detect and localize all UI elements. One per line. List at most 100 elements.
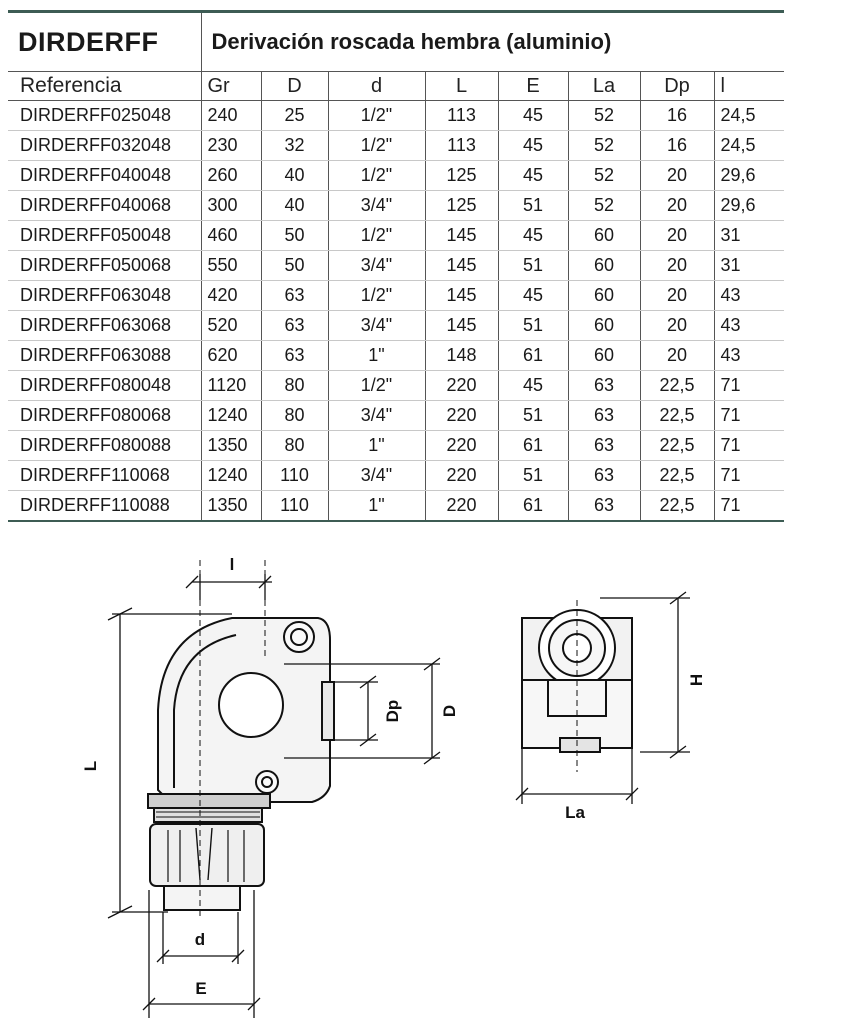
cell-referencia: DIRDERFF080088 [8,430,202,461]
cell-l-small: 71 [714,370,785,401]
cell-l-length: 145 [425,220,499,251]
cell-dp: 20 [640,310,715,341]
cell-la: 60 [568,280,641,311]
cell-d-outer: 32 [261,130,329,161]
cell-dp: 16 [640,130,715,161]
cell-referencia: DIRDERFF040048 [8,160,202,191]
cell-referencia: DIRDERFF063088 [8,340,202,371]
label-Dp: Dp [383,700,402,723]
cell-l-length: 125 [425,190,499,221]
cell-l-length: 113 [425,100,499,131]
cell-l-small: 24,5 [714,130,785,161]
cell-d-thread: 1/2" [328,100,426,131]
column-header-row: Referencia Gr D d L E La Dp l [8,71,785,101]
cell-e: 45 [498,130,569,161]
label-d: d [195,930,205,949]
cell-l-small: 71 [714,460,785,491]
cell-d-thread: 3/4" [328,310,426,341]
cell-l-small: 31 [714,220,785,251]
cell-d-thread: 1" [328,430,426,461]
cell-l-small: 43 [714,340,785,371]
cell-gr: 240 [201,100,262,131]
cell-d-outer: 50 [261,220,329,251]
cell-l-small: 29,6 [714,190,785,221]
cell-referencia: DIRDERFF050068 [8,250,202,281]
col-header-l-small: l [714,71,785,101]
cell-gr: 420 [201,280,262,311]
cell-referencia: DIRDERFF032048 [8,130,202,161]
cell-la: 60 [568,250,641,281]
table-body: Referencia Gr D d L E La Dp l DIRDERFF02… [8,71,785,522]
label-La: La [565,803,585,822]
cell-e: 51 [498,250,569,281]
cell-e: 45 [498,160,569,191]
cell-l-length: 113 [425,130,499,161]
cell-e: 61 [498,340,569,371]
cell-d-thread: 3/4" [328,250,426,281]
cell-dp: 22,5 [640,400,715,431]
cell-e: 61 [498,490,569,522]
cell-la: 63 [568,370,641,401]
col-header-d-thread: d [328,71,426,101]
cell-referencia: DIRDERFF080048 [8,370,202,401]
cell-la: 63 [568,430,641,461]
cell-d-outer: 63 [261,310,329,341]
cell-dp: 20 [640,190,715,221]
cell-d-thread: 3/4" [328,400,426,431]
cell-l-length: 220 [425,400,499,431]
cell-dp: 20 [640,220,715,251]
cell-referencia: DIRDERFF110068 [8,460,202,491]
spec-table: DIRDERFF Derivación roscada hembra (alum… [8,10,785,522]
cell-l-length: 220 [425,460,499,491]
cell-gr: 260 [201,160,262,191]
col-header-dp: Dp [640,71,715,101]
cell-gr: 300 [201,190,262,221]
cell-d-thread: 1/2" [328,130,426,161]
cell-l-small: 31 [714,250,785,281]
cell-gr: 230 [201,130,262,161]
cell-dp: 16 [640,100,715,131]
cell-l-length: 148 [425,340,499,371]
cell-referencia: DIRDERFF025048 [8,100,202,131]
cell-la: 60 [568,220,641,251]
cell-la: 63 [568,490,641,522]
cell-d-thread: 1/2" [328,370,426,401]
cell-l-small: 43 [714,310,785,341]
cell-la: 63 [568,460,641,491]
cell-dp: 20 [640,340,715,371]
cell-d-outer: 80 [261,370,329,401]
cell-d-thread: 3/4" [328,460,426,491]
cell-la: 52 [568,130,641,161]
cell-d-outer: 40 [261,190,329,221]
cell-d-thread: 1" [328,490,426,522]
cell-l-length: 145 [425,250,499,281]
cell-d-thread: 1/2" [328,220,426,251]
cell-l-length: 145 [425,310,499,341]
cell-d-outer: 63 [261,340,329,371]
spec-table-container: DIRDERFF Derivación roscada hembra (alum… [8,10,785,522]
cell-gr: 1240 [201,400,262,431]
cell-d-outer: 25 [261,100,329,131]
cell-la: 52 [568,190,641,221]
cell-dp: 22,5 [640,460,715,491]
cell-e: 45 [498,280,569,311]
technical-drawing: l L Dp D d E H La [81,555,706,1018]
cell-d-outer: 80 [261,400,329,431]
cell-d-outer: 110 [261,490,329,522]
label-D: D [440,705,459,717]
cell-l-length: 145 [425,280,499,311]
front-view-dimensions [515,591,690,804]
cell-d-outer: 40 [261,160,329,191]
cell-la: 52 [568,160,641,191]
cell-e: 61 [498,430,569,461]
cell-dp: 22,5 [640,370,715,401]
cell-referencia: DIRDERFF080068 [8,400,202,431]
cell-la: 60 [568,340,641,371]
